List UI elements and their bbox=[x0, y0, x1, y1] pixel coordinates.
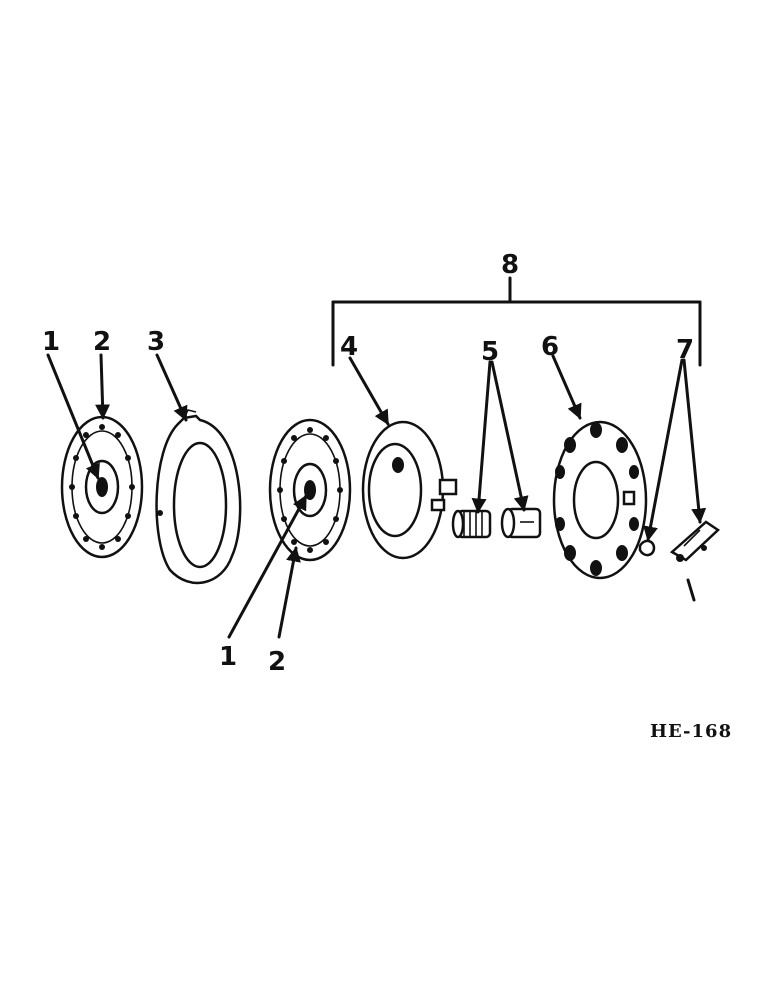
callout-8: 8 bbox=[501, 250, 519, 280]
spring-and-cup bbox=[451, 507, 542, 539]
pressure-plate bbox=[361, 420, 458, 560]
callout-5: 5 bbox=[481, 337, 499, 367]
callout-6: 6 bbox=[541, 332, 559, 362]
friction-disc bbox=[155, 409, 242, 585]
callout-1-bottom: 1 bbox=[219, 642, 237, 672]
callout-1-left: 1 bbox=[42, 327, 60, 357]
release-lever-set bbox=[638, 520, 721, 602]
callout-7: 7 bbox=[676, 335, 694, 365]
leader-lines bbox=[46, 353, 707, 639]
callout-2-bottom: 2 bbox=[268, 647, 286, 677]
callout-3: 3 bbox=[147, 327, 165, 357]
figure-id: HE-168 bbox=[650, 721, 733, 742]
assembly-bracket bbox=[331, 276, 702, 367]
callout-2-left: 2 bbox=[93, 327, 111, 357]
callout-4: 4 bbox=[340, 332, 358, 362]
cover-plate bbox=[552, 420, 648, 580]
hub-plate-left bbox=[60, 415, 144, 559]
